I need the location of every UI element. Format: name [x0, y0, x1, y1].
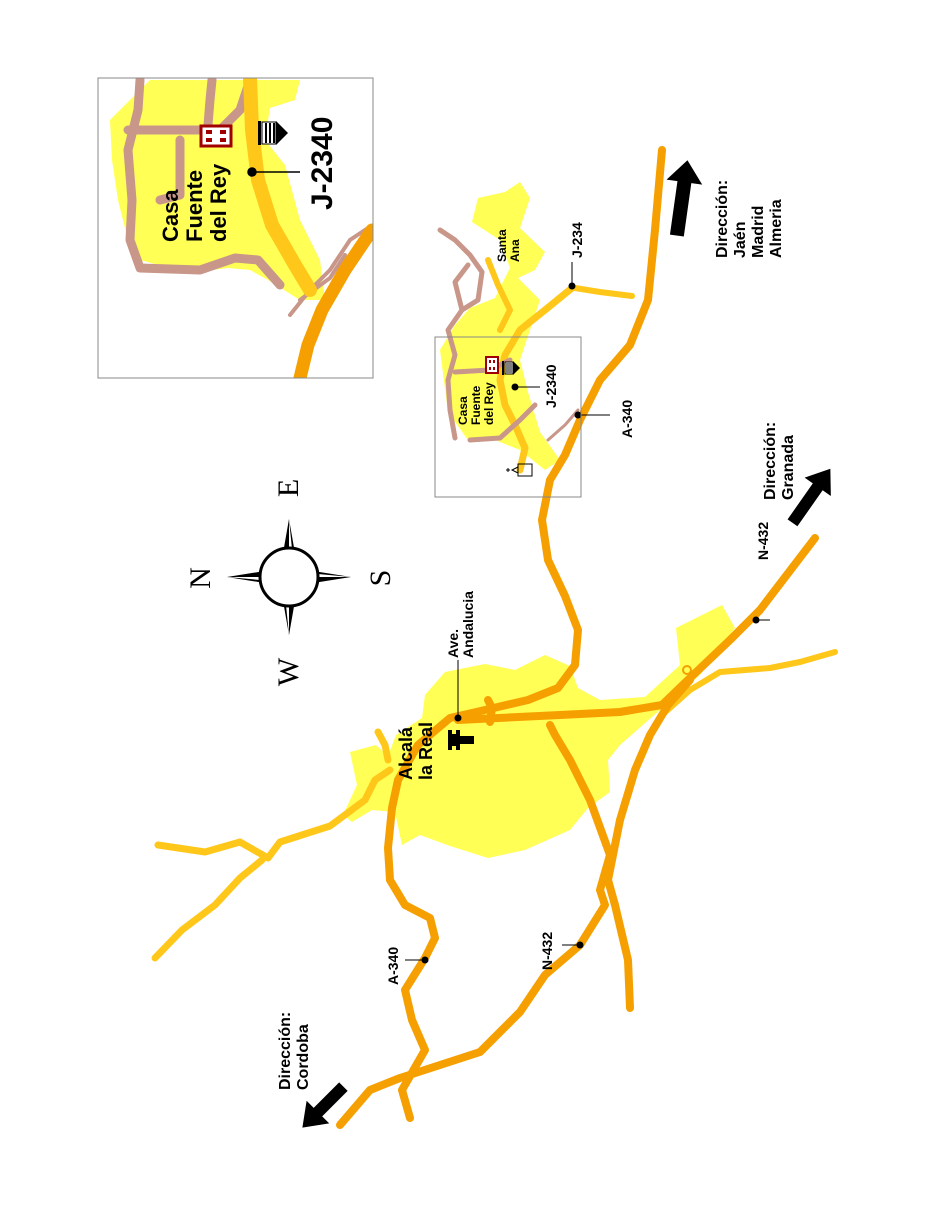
road-northwest-branch: [154, 766, 394, 862]
road-west-branch: [151, 856, 266, 962]
hotel-building-icon: [485, 356, 499, 374]
compass-label-west: W: [272, 657, 305, 686]
town-label-alcala: Alcalá la Real: [396, 722, 436, 780]
roundabout: [682, 665, 692, 675]
marker-n432-west: [576, 941, 584, 949]
place-label-casa-fuente-small: Casa Fuente del Rey: [456, 382, 496, 425]
place-label-casa-fuente-inset: Casa Fuente del Rey: [158, 163, 231, 242]
direction-label-cordoba: Dirección: Cordoba: [277, 1007, 312, 1090]
inset-road-a340: [293, 223, 373, 378]
road-j2340: [496, 284, 576, 474]
arrow-jaen-icon: [666, 160, 703, 237]
local-road-2: [467, 402, 538, 443]
inset-road-j2340: [243, 78, 317, 297]
arrow-cordoba-icon: [302, 1082, 348, 1128]
road-label-n432-west: N-432: [539, 932, 555, 970]
compass-label-north: N: [184, 567, 217, 589]
direction-arrows: [302, 160, 831, 1128]
road-markers: [405, 262, 770, 964]
map-labels: N E S W Alcalá la Real Ave. Andalucia A-…: [158, 117, 797, 1090]
road-label-j2340-inset: J-2340: [306, 117, 339, 210]
secondary-roads: [151, 257, 838, 962]
road-santa-ana-link: [485, 257, 513, 333]
direction-label-jaen: Dirección: Jaén Madrid Almeria: [714, 175, 785, 258]
museum-icon: [502, 361, 520, 375]
road-label-j2340: J-2340: [543, 364, 559, 408]
road-label-n432-east: N-432: [755, 522, 771, 560]
compass-label-south: S: [364, 570, 397, 587]
museum-icon: [258, 121, 288, 145]
detail-inset: [97, 77, 374, 379]
arrow-granada-icon: [787, 468, 831, 527]
marker-j2340: [511, 383, 519, 391]
castle-tower-icon: [448, 730, 474, 750]
inset-local-road-3: [203, 78, 217, 130]
marker-j234: [568, 282, 576, 290]
town-label-santa-ana: Santa Ana: [495, 226, 522, 262]
direction-label-granada: Dirección: Granada: [762, 417, 797, 500]
local-road-5: [546, 408, 580, 442]
inset-frame: [97, 77, 374, 379]
compass-rose: [227, 519, 351, 635]
road-alcala-link: [484, 696, 496, 726]
road-label-a340-west: A-340: [385, 947, 401, 985]
hotel-building-icon: [199, 124, 233, 148]
inset-town-area: [110, 80, 325, 300]
compass-label-east: E: [272, 479, 305, 497]
road-j234: [572, 285, 635, 299]
street-label-ave-andalucia: Ave. Andalucia: [445, 591, 476, 658]
road-southeast-branch: [659, 649, 838, 718]
marker-a340-east: [574, 411, 582, 419]
church-icon: [506, 463, 533, 477]
alcala-urban-area: [343, 605, 735, 858]
inset-locator-frame: [434, 336, 582, 498]
road-a340: [384, 146, 666, 1122]
inset-local-road-4: [155, 135, 185, 205]
marker-ave-andalucia: [454, 714, 462, 722]
inset-marker-j2340: [247, 167, 257, 177]
road-alcala-north: [374, 728, 392, 764]
main-roads: [336, 146, 819, 1129]
marker-n432-east: [752, 616, 760, 624]
road-n432-south: [604, 676, 694, 1012]
road-label-a340-east: A-340: [619, 400, 635, 438]
local-road-4: [452, 262, 471, 313]
road-label-j234: J-234: [569, 222, 585, 258]
marker-a340-west: [421, 956, 429, 964]
